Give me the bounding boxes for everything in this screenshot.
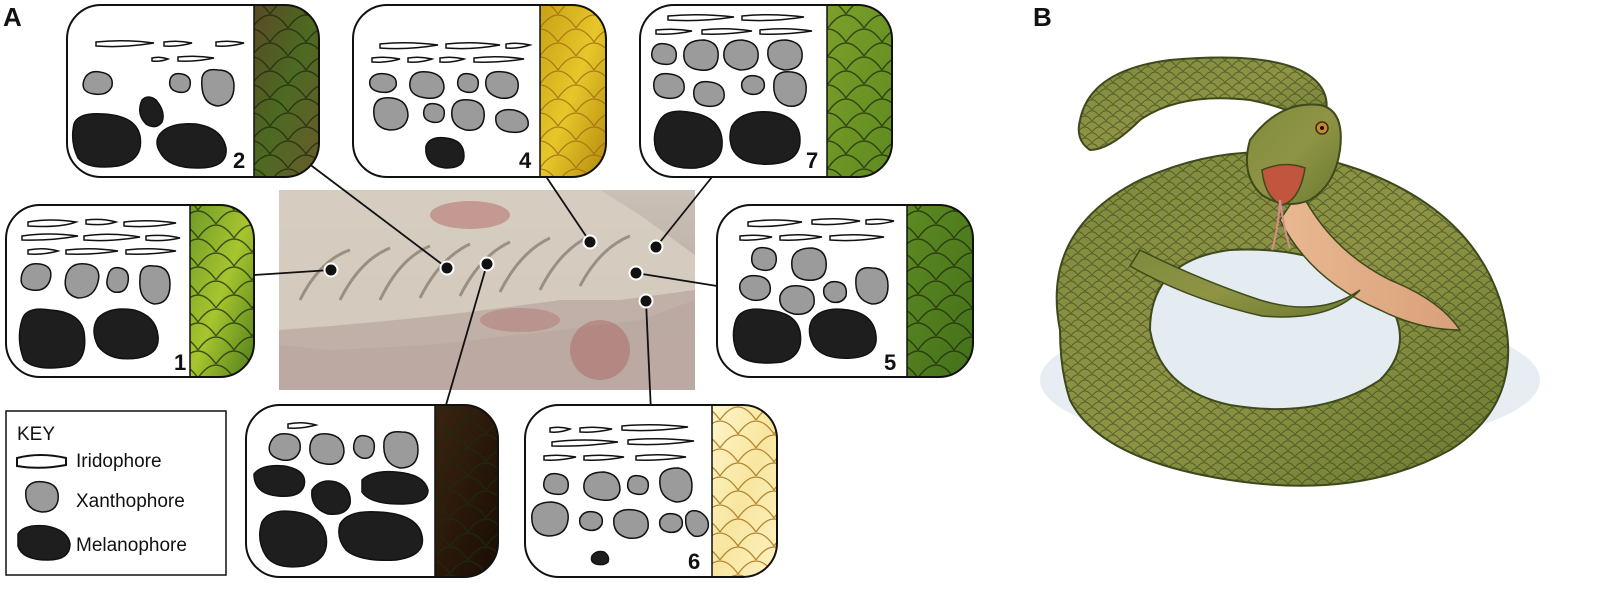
iridophore-swatch — [16, 454, 67, 469]
chromatophore-box-1: 1 — [5, 204, 255, 378]
chromatophore-box-2: 2 — [66, 4, 320, 178]
fossil-photo — [279, 190, 695, 390]
legend-title: KEY — [17, 424, 55, 445]
chromatophore-box-5: 5 — [716, 204, 974, 378]
panel-a-label: A — [3, 2, 22, 32]
box-1-number: 1 — [174, 350, 186, 375]
box-7-number: 7 — [806, 148, 818, 173]
sample-points — [323, 234, 664, 309]
melanophore-swatch — [17, 524, 71, 561]
chromatophore-box-6: 6 — [524, 404, 778, 578]
snake-illustration — [1040, 56, 1540, 487]
chromatophore-box-4: 4 — [352, 4, 607, 178]
box-6-number: 6 — [688, 549, 700, 574]
legend-melanophore: Melanophore — [76, 535, 187, 556]
connector-lines — [253, 156, 718, 413]
legend-xanthophore: Xanthophore — [76, 491, 185, 512]
box-2-number: 2 — [233, 148, 245, 173]
chromatophore-box-3 — [245, 404, 499, 578]
box-4-number: 4 — [519, 148, 532, 173]
legend-iridophore: Iridophore — [76, 451, 162, 472]
xanthophore-swatch — [25, 480, 59, 513]
panel-b-label: B — [1033, 2, 1052, 32]
chromatophore-box-7: 7 — [639, 4, 893, 178]
legend: KEY Iridophore Xanthophore Melanophore — [5, 410, 227, 576]
box-5-number: 5 — [884, 350, 896, 375]
